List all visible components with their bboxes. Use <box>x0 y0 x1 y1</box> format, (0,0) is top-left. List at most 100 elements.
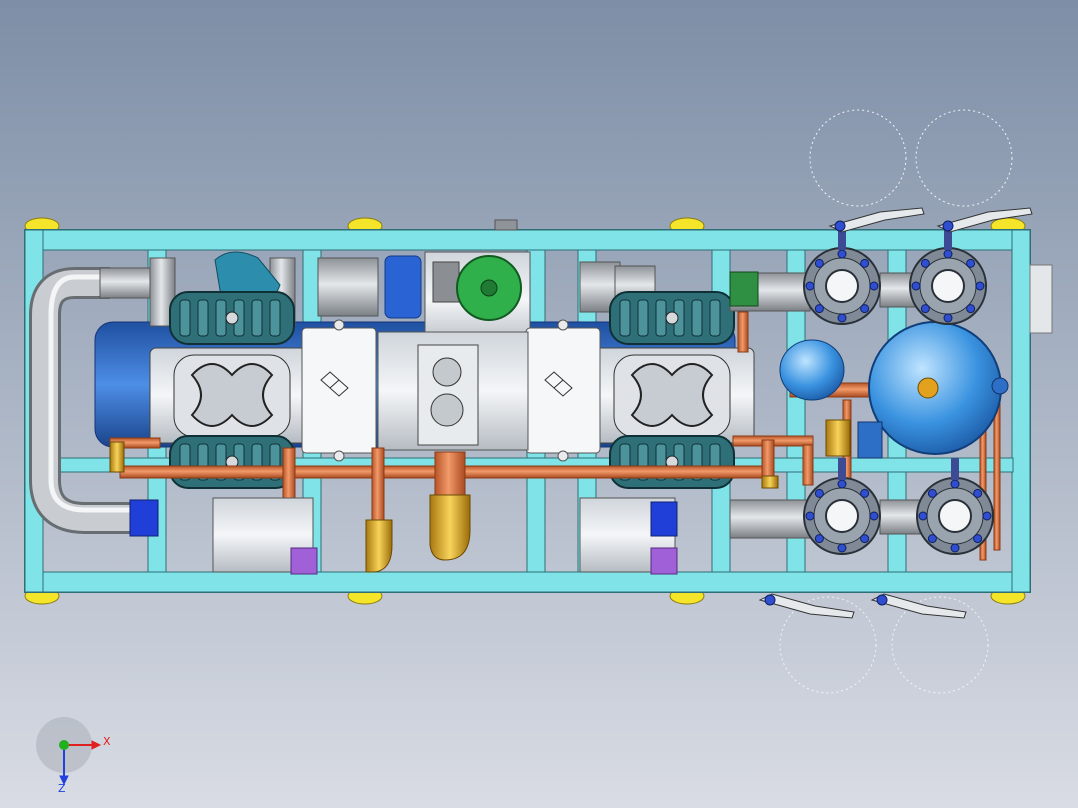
suction-pipe-highlight <box>48 274 140 513</box>
valve-stem <box>944 228 952 250</box>
terminal-box[interactable] <box>525 319 601 462</box>
phantom-circle <box>779 596 877 694</box>
terminal-box-cover <box>301 327 377 454</box>
service-valve-flange[interactable] <box>909 228 987 325</box>
flange-bolt <box>814 488 824 498</box>
brass-elbow <box>429 494 471 561</box>
flange-bolt <box>860 304 870 314</box>
manifold-port <box>430 393 464 427</box>
service-valve-flange[interactable] <box>803 458 881 555</box>
flange-bore <box>825 499 859 533</box>
oil-separator[interactable] <box>779 321 1009 459</box>
flange-bolt <box>973 488 983 498</box>
lever-arm <box>758 593 855 619</box>
flange-bolt <box>966 258 976 268</box>
cooling-fin <box>197 299 209 337</box>
lever-arm <box>828 207 925 233</box>
flange-bolt <box>869 511 879 521</box>
flange-bolt <box>918 511 928 521</box>
top-lug <box>494 219 518 231</box>
flange-bore <box>931 269 965 303</box>
suction-pipe-body <box>32 270 140 531</box>
cooling-fin <box>619 299 631 337</box>
brand-logo-icon <box>320 371 349 397</box>
tank-port <box>917 377 939 399</box>
lever-pivot <box>876 594 888 606</box>
frame-right-rail <box>1011 229 1031 593</box>
valve-stem <box>838 228 846 250</box>
y-axis-dot <box>59 740 69 750</box>
tank-valve <box>991 377 1009 395</box>
flange-bolt <box>814 534 824 544</box>
valve-handles[interactable] <box>758 207 1033 619</box>
service-valve-flange[interactable] <box>803 228 881 325</box>
cover-screw <box>333 319 345 331</box>
terminal-box-cover <box>525 327 601 454</box>
copper-pipe <box>761 439 775 481</box>
cooling-fin <box>179 299 191 337</box>
flange-bolt <box>860 488 870 498</box>
flange-bolt <box>869 281 879 291</box>
cylinder-head <box>609 435 735 489</box>
valve-lever-handle-icon[interactable] <box>758 593 855 619</box>
flange-bolt <box>943 313 953 323</box>
brass-fitting <box>761 475 779 489</box>
service-flanges[interactable] <box>803 228 994 555</box>
valve-lever-handle-icon[interactable] <box>828 207 925 233</box>
valve-stem <box>951 458 959 480</box>
flange-bolt <box>927 534 937 544</box>
cooling-fin <box>269 299 281 337</box>
flange-bolt <box>805 281 815 291</box>
cover-screw <box>557 450 569 462</box>
phantom-circle <box>915 109 1013 207</box>
purple-flange <box>650 547 678 575</box>
terminal-box[interactable] <box>301 319 377 462</box>
pipe-flange <box>129 499 159 537</box>
brass-elbow <box>365 519 393 573</box>
flange-bolt <box>966 304 976 314</box>
lower-cylinders <box>212 271 921 575</box>
compressor[interactable] <box>589 291 755 489</box>
manifold-port <box>432 357 462 387</box>
center-manifold[interactable] <box>377 331 529 451</box>
brass-fitting <box>109 441 125 473</box>
x-axis-arrowhead <box>91 740 102 750</box>
flange-bolt <box>837 313 847 323</box>
cylinder-head <box>609 291 735 345</box>
blue-flange <box>650 501 678 537</box>
suction-pipe[interactable] <box>29 267 159 537</box>
flange-bolt <box>911 281 921 291</box>
service-valve-flange[interactable] <box>916 458 994 555</box>
copper-pipe <box>802 444 814 486</box>
flange-bolt <box>814 304 824 314</box>
brass-fitting <box>825 419 851 457</box>
lever-pivot <box>942 220 954 232</box>
pump-terminal-box <box>432 261 460 303</box>
cooling-fin <box>637 299 649 337</box>
flange-bolt <box>860 258 870 268</box>
lever-pivot <box>834 220 846 232</box>
cover-screw <box>557 319 569 331</box>
pipe-segment <box>99 267 159 299</box>
cylinder-head <box>169 435 295 489</box>
lever-arm <box>936 207 1033 233</box>
valve-lever-handle-icon[interactable] <box>936 207 1033 233</box>
pump-motor-hub <box>480 279 498 297</box>
flange-bolt <box>920 304 930 314</box>
oil-pump-assembly[interactable] <box>424 251 531 348</box>
phantom-circle <box>891 596 989 694</box>
cooling-fin <box>215 299 227 337</box>
valve-lever-handle-icon[interactable] <box>870 593 967 619</box>
valve-stem <box>838 458 846 480</box>
cooling-fin <box>709 299 721 337</box>
tank-inlet <box>857 421 883 459</box>
axis-triad-icon: X Z <box>36 717 111 795</box>
sight-glass-flange <box>384 255 422 319</box>
copper-pipe <box>737 311 749 353</box>
cooling-fin <box>251 299 263 337</box>
small-separator-tank <box>779 339 845 401</box>
cooling-fin <box>655 299 667 337</box>
compressor-cover-ribs <box>190 363 274 427</box>
